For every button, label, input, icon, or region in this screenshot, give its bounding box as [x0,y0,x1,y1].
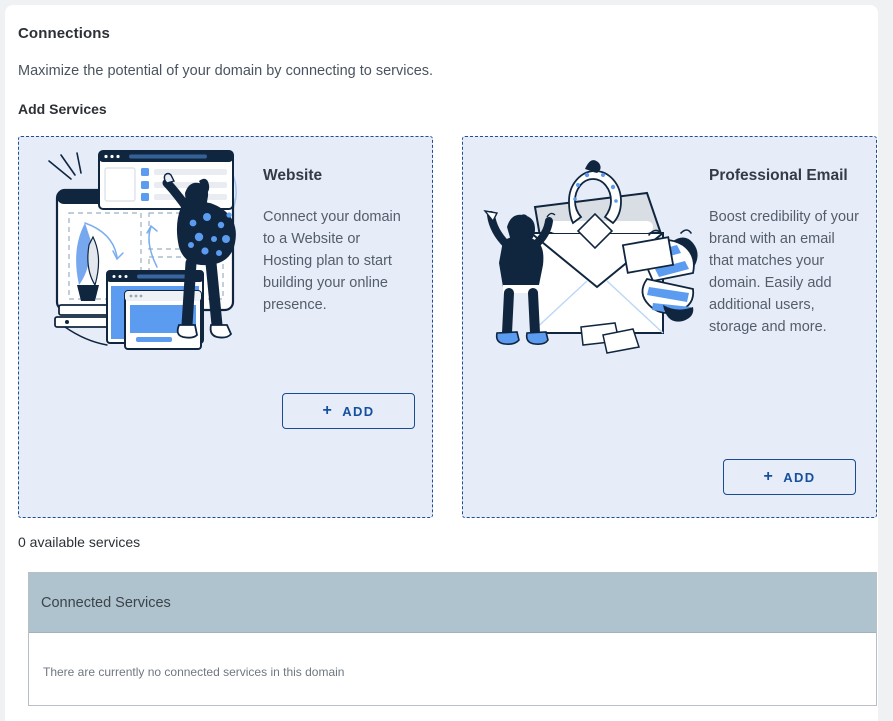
service-card-professional-email[interactable]: Professional Email Boost credibility of … [462,136,877,518]
page-subtitle: Maximize the potential of your domain by… [18,63,434,79]
connected-services-body: There are currently no connected service… [29,633,876,681]
page-title: Connections [18,25,110,42]
plus-icon: + [763,468,775,485]
add-professional-email-button-label: ADD [783,469,816,485]
email-envelope-icon [477,145,707,360]
add-website-button-label: ADD [342,403,375,419]
service-cards-row: Website Connect your domain to a Website… [18,136,877,518]
connected-services-empty-message: There are currently no connected service… [43,665,345,679]
website-card-copy: Website Connect your domain to a Website… [263,165,413,316]
website-card-title: Website [263,167,323,184]
add-services-heading: Add Services [18,101,107,117]
add-website-button[interactable]: + ADD [282,393,415,429]
connected-services-header: Connected Services [29,573,876,633]
connected-services-title: Connected Services [41,594,171,611]
available-services-count: 0 available services [18,534,141,550]
email-card-description: Boost credibility of your brand with an … [709,209,859,335]
website-builder-icon [33,145,263,360]
add-professional-email-button[interactable]: + ADD [723,459,856,495]
plus-icon: + [322,402,334,419]
email-card-copy: Professional Email Boost credibility of … [709,165,859,338]
service-card-website[interactable]: Website Connect your domain to a Website… [18,136,433,518]
website-card-description: Connect your domain to a Website or Host… [263,209,401,313]
connections-page-card: Connections Maximize the potential of yo… [5,5,878,721]
connected-services-panel: Connected Services There are currently n… [28,572,877,706]
email-card-title: Professional Email [709,167,848,184]
